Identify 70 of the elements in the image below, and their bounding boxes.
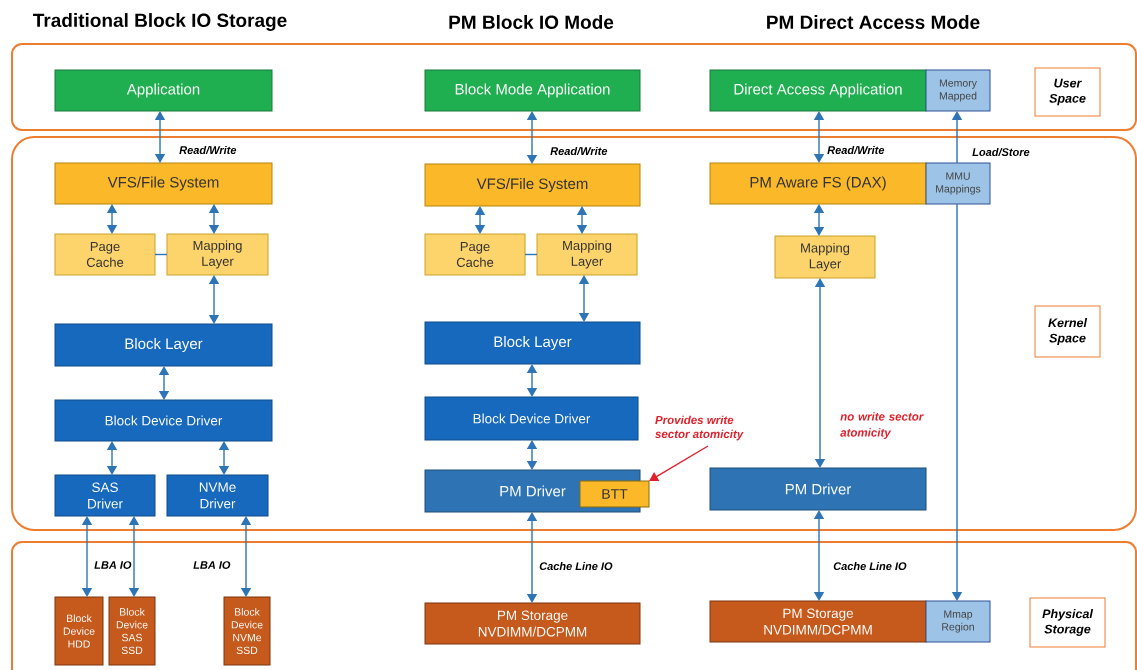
edge-label: LBA IO [192,560,232,570]
arrow [814,278,826,468]
zone-label-box: Physical Storage [1029,597,1106,648]
driver-box: Block Device Driver [424,396,639,441]
edge-label: Read/Write [178,144,238,156]
application-box: Block Mode Application [424,69,641,112]
arrow [154,111,166,163]
zone-band [11,43,1137,131]
column-title: PM Direct Access Mode [767,15,980,29]
layer-box: Block Layer [54,323,273,367]
file-system-box: VFS/File System [54,162,273,205]
arrow [218,441,230,475]
arrow [526,440,538,470]
arrow [208,275,220,324]
storage-box: PM Storage NVDIMM/DCPMM [709,600,927,643]
file-system-box: PM Aware FS (DAX) [709,162,927,205]
side-box: Memory Mapped [925,69,991,112]
edge-label: Cache Line IO [538,560,614,572]
zone-band [11,541,1137,670]
side-box: Mmap Region [925,600,991,643]
layer-box: Mapping Layer [774,235,876,279]
application-box: Direct Access Application [709,69,927,112]
connector-line [154,253,168,256]
application-box: Application [54,69,273,112]
arrow [576,206,588,234]
arrow [158,366,170,400]
leader-arrow [649,445,709,481]
storage-box: Block Device HDD [54,596,104,666]
edge-label: Read/Write [826,144,886,156]
storage-box: PM Storage NVDIMM/DCPMM [424,602,641,645]
arrow [81,516,93,597]
side-box: MMU Mappings [925,162,991,205]
layer-box: Mapping Layer [166,233,269,276]
arrow [240,516,252,597]
arrow [128,516,140,597]
zone-label-box: Kernel Space [1034,305,1101,358]
arrow [526,111,538,164]
annotation-text: no write sector atomicity [840,412,924,439]
driver-box: NVMe Driver [166,474,269,517]
storage-box: Block Device SAS SSD [108,596,156,666]
zone-label-box: User Space [1034,67,1101,117]
layer-box: Page Cache [54,233,156,276]
arrow [813,111,825,163]
zone-band [11,136,1137,531]
edge-label: LBA IO [93,560,133,570]
column-title: PM Block IO Mode [449,15,614,29]
arrow [813,204,825,236]
file-system-box: VFS/File System [424,163,641,207]
arrow [526,512,538,603]
arrow [106,441,118,475]
arrow [208,204,220,234]
edge-label: Load/Store [971,146,1031,158]
storage-box: Block Device NVMe SSD [223,596,271,666]
driver-box: SAS Driver [54,474,156,517]
driver-box: Block Device Driver [54,399,273,442]
layer-box: Mapping Layer [536,233,638,276]
column-title: Traditional Block IO Storage [33,13,287,31]
arrow [106,204,118,234]
layer-box: Page Cache [424,233,526,276]
edge-label: Read/Write [549,145,609,157]
arrow [474,206,486,234]
btt-box: BTT [579,480,650,508]
annotation-text: Provides write sector atomicity [655,415,744,441]
arrow [813,510,825,601]
layer-box: Block Layer [424,321,641,365]
driver-box: PM Driver [709,467,927,511]
connector-line [524,253,538,256]
arrow [578,275,590,322]
edge-label: Cache Line IO [832,560,908,572]
arrow [526,364,538,397]
